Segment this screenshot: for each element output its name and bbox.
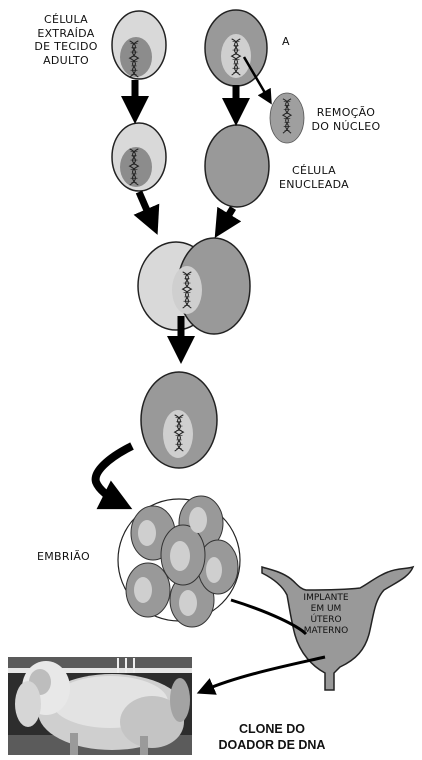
label-uterus-implant: IMPLANTE EM UM ÚTERO MATERNO: [290, 593, 362, 637]
fused-cell-nucleus: [172, 266, 202, 314]
arrow-enucleated-to-fusion: [222, 208, 233, 226]
adult-cell: [112, 11, 166, 79]
label-line: CÉLULA: [31, 13, 101, 27]
embryo-cell-nucleus: [206, 557, 222, 583]
sheep-photo: [8, 657, 192, 755]
label-line: CLONE DO: [210, 721, 334, 737]
embryo-cell-nucleus: [179, 590, 197, 616]
enucleated-cell: [205, 125, 269, 207]
label-line: ÚTERO: [290, 615, 362, 626]
embryo-cell-nucleus: [138, 520, 156, 546]
adult-cell-copy: [112, 123, 166, 191]
arrow-curved-to-embryo: [96, 446, 132, 502]
label-clone: CLONE DO DOADOR DE DNA: [210, 721, 334, 753]
label-line: ADULTO: [31, 54, 101, 68]
label-line: DE TECIDO: [31, 40, 101, 54]
label-nucleus-removal: REMOÇÃO DO NÚCLEO: [308, 106, 384, 133]
label-cell-a: A: [282, 35, 290, 49]
reconstructed-egg: [141, 372, 217, 468]
embryo-cell-nucleus: [170, 541, 190, 571]
label-line: CÉLULA: [272, 164, 356, 178]
arrow-adult-cell-to-fusion: [139, 192, 152, 222]
arrow-uterus-to-clone: [205, 657, 325, 690]
embryo-cell-nucleus: [189, 507, 207, 533]
removed-nucleus: [270, 93, 304, 143]
label-line: MATERNO: [290, 626, 362, 637]
label-embryo: EMBRIÃO: [37, 550, 90, 564]
embryo: [118, 496, 240, 627]
label-line: DOADOR DE DNA: [210, 737, 334, 753]
label-line: EXTRAÍDA: [31, 27, 101, 41]
embryo-cell-nucleus: [134, 577, 152, 603]
label-enucleated-cell: CÉLULA ENUCLEADA: [272, 164, 356, 191]
label-adult-cell: CÉLULA EXTRAÍDA DE TECIDO ADULTO: [31, 13, 101, 67]
label-line: EM UM: [290, 604, 362, 615]
label-line: DO NÚCLEO: [308, 120, 384, 134]
label-line: IMPLANTE: [290, 593, 362, 604]
enucleated-cell-body: [205, 125, 269, 207]
fused-cell: [138, 238, 250, 334]
egg-cell-a: [205, 10, 267, 86]
label-line: REMOÇÃO: [308, 106, 384, 120]
label-line: ENUCLEADA: [272, 178, 356, 192]
